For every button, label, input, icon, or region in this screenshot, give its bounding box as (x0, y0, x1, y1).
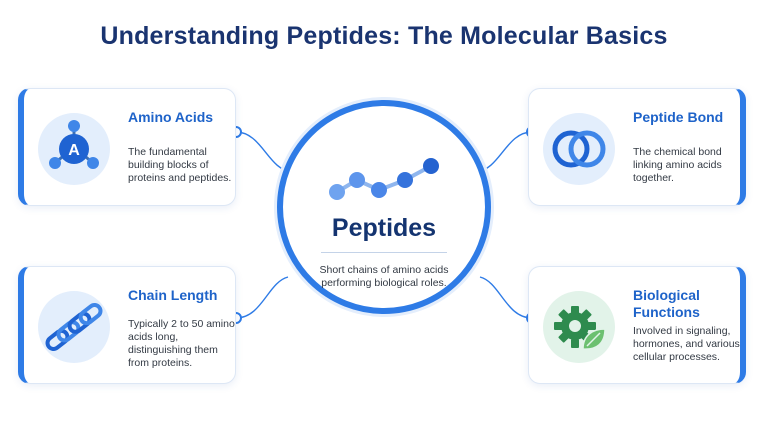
card-amino-acids: A Amino Acids The fundamental building b… (18, 88, 236, 206)
biological-functions-title: Biological Functions (633, 287, 700, 320)
center-title: Peptides (331, 214, 437, 242)
peptide-bond-title: Peptide Bond (633, 109, 724, 125)
chain-length-icon-bg (38, 291, 110, 363)
linked-rings-icon (552, 130, 606, 168)
peptide-chain-icon (329, 158, 439, 200)
biological-functions-description: Involved in signaling, hormones, and var… (633, 325, 740, 363)
amino-acids-description: The fundamental building blocks of prote… (128, 146, 232, 184)
page-title: Understanding Peptides: The Molecular Ba… (100, 22, 668, 50)
center-divider (321, 252, 447, 253)
card-chain-length: Chain Length Typically 2 to 50 amino aci… (18, 266, 236, 384)
peptide-bond-icon-bg (543, 113, 615, 185)
amino-acid-letter: A (68, 142, 80, 159)
biological-functions-icon-bg (543, 291, 615, 363)
chain-link-icon (45, 302, 103, 352)
amino-acid-molecule-icon: A (49, 120, 99, 169)
amino-acid-icon-bg: A (38, 113, 110, 185)
peptide-bond-description: The chemical bond linking amino acids to… (633, 146, 722, 184)
center-peptides-circle: Peptides Short chains of amino acids per… (277, 100, 491, 314)
chain-length-title: Chain Length (128, 287, 218, 303)
chain-length-description: Typically 2 to 50 amino acids long, dist… (128, 318, 235, 369)
connector-biological-functions (479, 276, 533, 319)
gear-leaf-icon (554, 306, 606, 350)
card-peptide-bond: Peptide Bond The chemical bond linking a… (528, 88, 746, 206)
amino-acids-title: Amino Acids (128, 109, 214, 125)
center-description: Short chains of amino acids performing b… (319, 264, 449, 289)
card-biological-functions: Biological Functions Involved in signali… (528, 266, 746, 384)
connector-chain-length (235, 276, 289, 319)
